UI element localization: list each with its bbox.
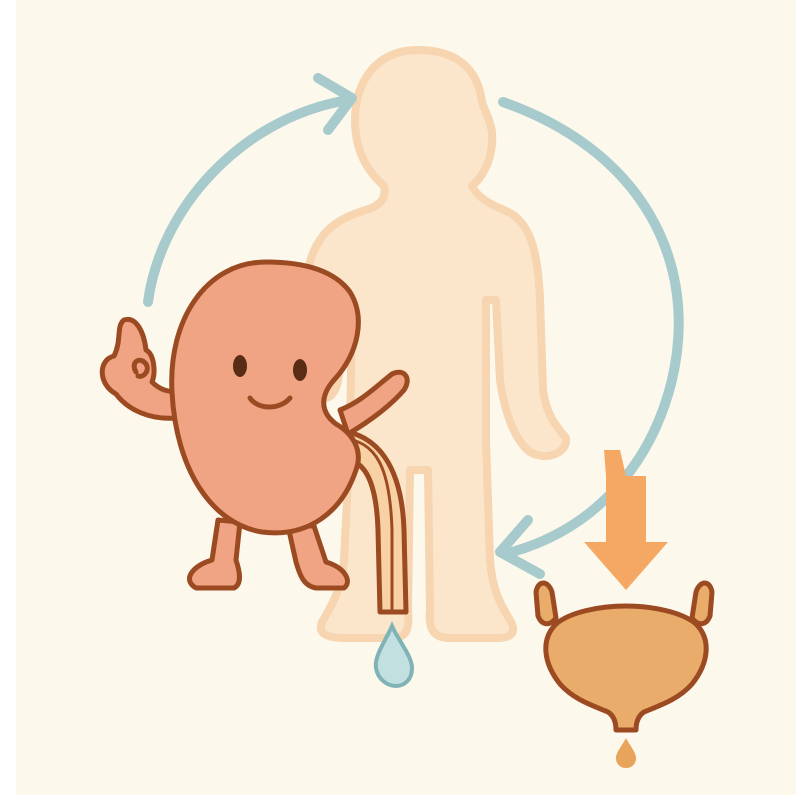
bladder-icon [536, 583, 712, 730]
urine-drop-icon [616, 738, 636, 768]
